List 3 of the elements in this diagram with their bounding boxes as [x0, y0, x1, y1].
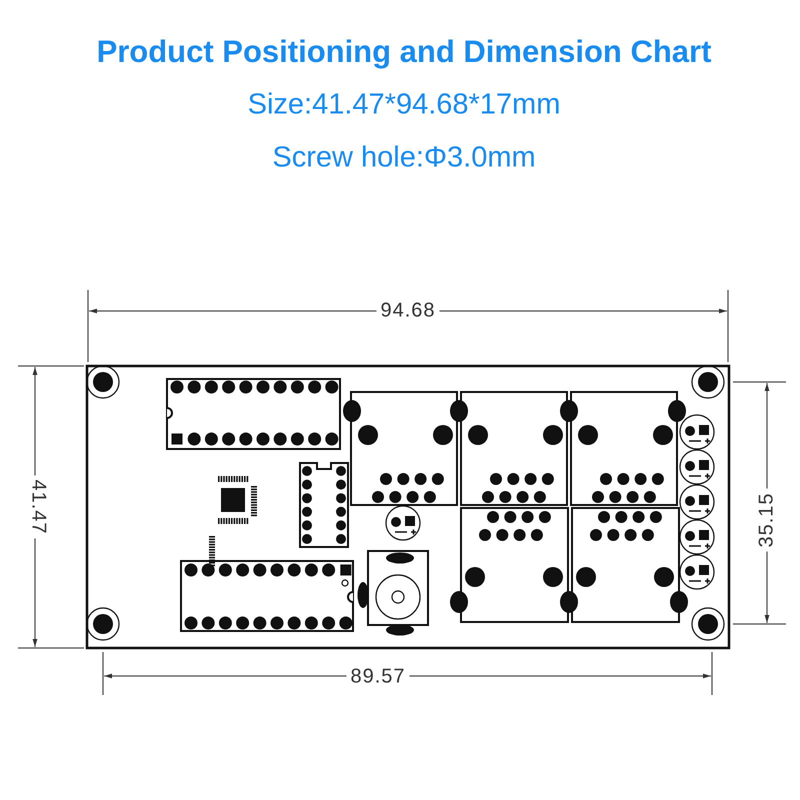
size-note: Size:41.47*94.68*17mm [248, 88, 560, 122]
chart-title: Product Positioning and Dimension Chart [96, 34, 712, 70]
screw-hole-note: Screw hole:Φ3.0mm [272, 142, 536, 174]
